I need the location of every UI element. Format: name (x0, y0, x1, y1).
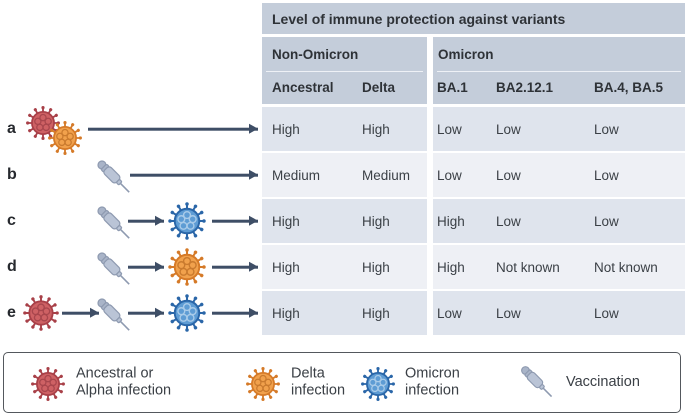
table-row-e: High High Low Low Low (262, 291, 685, 335)
header-group-non-omicron: Non-Omicron Ancestral Delta (262, 37, 427, 104)
table-cell: Medium (272, 167, 321, 183)
arrow-right-icon (128, 219, 164, 223)
table-row-d: High High High Not known Not known (262, 245, 685, 289)
table-row-b: Medium Medium Low Low Low (262, 153, 685, 197)
table-cell: Low (496, 121, 521, 137)
table-row-c: High High High Low Low (262, 199, 685, 243)
column-header-delta: Delta (362, 80, 396, 95)
group-label-omicron: Omicron (438, 46, 494, 62)
column-header-ba1: BA.1 (437, 80, 468, 95)
syringe-icon (514, 359, 560, 405)
section-divider (427, 37, 433, 335)
arrow-right-icon (62, 311, 99, 315)
pathway-row-b: b (0, 152, 262, 198)
ancestral-alpha-virus-icon (21, 293, 61, 333)
column-header-ancestral: Ancestral (272, 80, 334, 95)
legend-label-ancestral-alpha: Ancestral or Alpha infection (76, 364, 172, 399)
syringe-icon (90, 153, 138, 201)
pathway-row-c: c (0, 198, 262, 244)
legend-label-omicron: Omicron infection (405, 364, 460, 399)
table-header: Non-Omicron Ancestral Delta Omicron BA.1… (262, 37, 685, 104)
row-label-c: c (7, 212, 16, 229)
row-label-b: b (7, 166, 17, 183)
table-cell: High (362, 305, 390, 321)
table-cell: Low (496, 213, 521, 229)
column-header-ba4-ba5: BA.4, BA.5 (594, 80, 664, 95)
omicron-virus-icon (166, 292, 208, 334)
pathway-row-d: d (0, 244, 262, 290)
infection-vaccination-pathways: a b c d e (0, 0, 262, 352)
legend: Ancestral or Alpha infection Delta infec… (3, 352, 681, 413)
arrow-right-icon (212, 219, 258, 223)
pathway-row-a: a (0, 106, 262, 152)
table-title: Level of immune protection against varia… (262, 3, 685, 34)
table-cell: Not known (594, 259, 658, 275)
table-cell: Low (594, 305, 619, 321)
pathway-row-e: e (0, 290, 262, 336)
table-cell: Low (496, 305, 521, 321)
table-cell: Low (594, 121, 619, 137)
table-cell: High (362, 121, 390, 137)
table-cell: High (272, 305, 300, 321)
row-label-d: d (7, 258, 17, 275)
arrow-right-icon (212, 265, 258, 269)
arrow-right-icon (88, 127, 258, 131)
column-header-ba2121: BA2.12.1 (496, 80, 554, 95)
table-cell: High (362, 259, 390, 275)
table-cell: Low (594, 167, 619, 183)
row-label-a: a (7, 120, 16, 137)
legend-label-delta: Delta infection (291, 364, 346, 399)
arrow-right-icon (128, 311, 164, 315)
table-cell: High (362, 213, 390, 229)
table-row-a: High High Low Low Low (262, 107, 685, 151)
arrow-right-icon (212, 311, 258, 315)
syringe-icon (90, 291, 138, 339)
table-cell: Low (594, 213, 619, 229)
header-divider-line (266, 71, 423, 72)
table-cell: High (437, 259, 465, 275)
group-label-non-omicron: Non-Omicron (272, 46, 359, 62)
header-group-omicron: Omicron BA.1 BA2.12.1 BA.4, BA.5 (433, 37, 685, 104)
legend-label-vaccination: Vaccination (566, 373, 640, 390)
table-cell: High (272, 213, 300, 229)
syringe-icon (90, 199, 138, 247)
omicron-virus-icon (166, 200, 208, 242)
table-cell: Not known (496, 259, 560, 275)
protection-table: Level of immune protection against varia… (262, 0, 685, 352)
row-label-e: e (7, 304, 16, 321)
table-cell: Low (437, 121, 462, 137)
syringe-icon (90, 245, 138, 293)
ancestral-alpha-virus-icon (29, 365, 67, 403)
arrow-right-icon (130, 173, 258, 177)
table-cell: Low (437, 305, 462, 321)
arrow-right-icon (128, 265, 164, 269)
table-cell: Low (496, 167, 521, 183)
delta-virus-icon (166, 246, 208, 288)
table-cell: Low (437, 167, 462, 183)
omicron-virus-icon (359, 365, 397, 403)
table-cell: High (437, 213, 465, 229)
table-cell: High (272, 121, 300, 137)
table-cell: Medium (362, 167, 411, 183)
delta-virus-icon (244, 365, 282, 403)
table-cell: High (272, 259, 300, 275)
header-divider-line (437, 71, 681, 72)
